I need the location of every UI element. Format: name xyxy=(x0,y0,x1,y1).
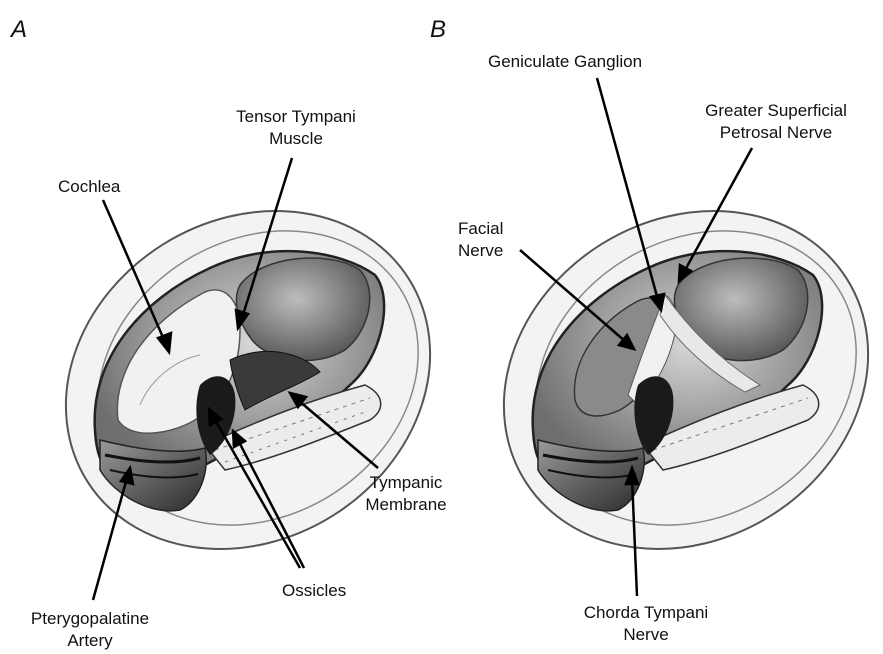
panel-letter-a: A xyxy=(11,16,27,44)
label-chorda-tympani-nerve: Chorda Tympani Nerve xyxy=(560,602,732,646)
label-geniculate-ganglion: Geniculate Ganglion xyxy=(488,51,642,73)
panel-letter-b: B xyxy=(430,16,446,44)
label-ossicles: Ossicles xyxy=(282,580,346,602)
label-tensor-line1: Tensor Tympani xyxy=(218,106,374,128)
label-gspn-line1: Greater Superficial xyxy=(688,100,864,122)
label-tympanic-membrane: Tympanic Membrane xyxy=(352,472,460,516)
label-facial-nerve: Facial Nerve xyxy=(458,218,503,262)
label-facial-line1: Facial xyxy=(458,218,503,240)
label-chorda-line1: Chorda Tympani xyxy=(560,602,732,624)
panel-b-drawing xyxy=(440,144,883,617)
label-gspn-line2: Petrosal Nerve xyxy=(688,122,864,144)
label-pterygopalatine-artery: Pterygopalatine Artery xyxy=(6,608,174,652)
label-cochlea: Cochlea xyxy=(58,176,120,198)
label-ptery-line1: Pterygopalatine xyxy=(6,608,174,630)
label-tensor-line2: Muscle xyxy=(218,128,374,150)
label-tensor-tympani-muscle: Tensor Tympani Muscle xyxy=(218,106,374,150)
label-ptery-line2: Artery xyxy=(6,630,174,652)
label-gspn: Greater Superficial Petrosal Nerve xyxy=(688,100,864,144)
label-tympanic-line2: Membrane xyxy=(352,494,460,516)
label-chorda-line2: Nerve xyxy=(560,624,732,646)
panel-a-drawing xyxy=(2,144,494,617)
label-facial-line2: Nerve xyxy=(458,240,503,262)
label-tympanic-line1: Tympanic xyxy=(352,472,460,494)
